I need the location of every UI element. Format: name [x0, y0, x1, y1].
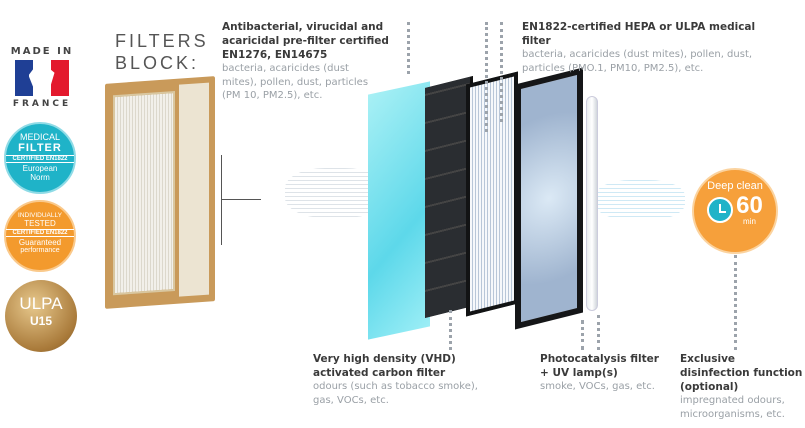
- badge-cert: CERTIFIED EN1822: [6, 155, 74, 163]
- title-line: FILTERS: [115, 31, 209, 51]
- badge-text: performance: [20, 247, 60, 254]
- badge-text: MEDICAL: [19, 132, 60, 142]
- leader-dots: [734, 255, 737, 350]
- badge-text: FILTER: [18, 142, 62, 154]
- caption-title: Exclusive disinfection function (optiona…: [680, 353, 803, 393]
- leader-dots: [581, 320, 584, 350]
- caption-sub: smoke, VOCs, gas, etc.: [540, 381, 655, 392]
- prefilter-caption: Antibacterial, virucidal and acaricidal …: [222, 20, 407, 103]
- leader-dots: [449, 310, 452, 350]
- badge-text: U15: [29, 314, 52, 328]
- disinfection-caption: Exclusive disinfection function (optiona…: [680, 352, 805, 421]
- france-label: FRANCE: [12, 99, 72, 109]
- badge-text: INDIVIDUALLY: [18, 212, 62, 219]
- leader-dots: [597, 315, 600, 350]
- carbon-caption: Very high density (VHD) activated carbon…: [313, 352, 493, 407]
- caption-sub: bacteria, acaricides (dust mites), polle…: [522, 49, 753, 74]
- hepa-filter-layer: [470, 76, 514, 312]
- caption-sub: impregnated odours, microorganisms, etc.: [680, 395, 785, 420]
- deep-clean-value: 60: [736, 192, 763, 219]
- badge-text: Norm: [30, 173, 50, 182]
- deep-clean-badge: Deep clean 60 min: [692, 168, 778, 254]
- caption-title: Very high density (VHD) activated carbon…: [313, 353, 456, 379]
- made-in-france-badge: MADE IN FRANCE: [10, 46, 74, 109]
- leader-dots: [407, 22, 410, 74]
- filters-block-image: [105, 76, 215, 309]
- badge-text: TESTED: [24, 219, 56, 228]
- arrow-icon: [221, 199, 261, 200]
- photocatalysis-caption: Photocatalysis filter + UV lamp(s) smoke…: [540, 352, 660, 394]
- caption-sub: bacteria, acaricides (dust mites), polle…: [222, 63, 369, 101]
- made-in-label: MADE IN: [10, 46, 74, 57]
- uv-lamp: [586, 96, 598, 311]
- caption-title: Photocatalysis filter + UV lamp(s): [540, 353, 659, 379]
- caption-sub: odours (such as tobacco smoke), gas, VOC…: [313, 381, 478, 406]
- photocatalysis-filter-layer: [515, 67, 583, 330]
- title-line: BLOCK:: [115, 53, 200, 73]
- badge-text: Guaranteed: [18, 238, 62, 247]
- badge-text: ULPA: [19, 294, 63, 313]
- caption-title: Antibacterial, virucidal and acaricidal …: [222, 21, 389, 61]
- deep-clean-unit: min: [743, 217, 756, 226]
- badge-cert: CERTIFIED EN1822: [6, 229, 74, 237]
- caption-title: EN1822-certified HEPA or ULPA medical fi…: [522, 21, 756, 47]
- stopwatch-icon: [707, 197, 734, 223]
- deep-clean-label: Deep clean: [707, 180, 763, 192]
- badge-text: European: [22, 164, 58, 173]
- ulpa-u15-badge: ULPA U15: [5, 280, 77, 352]
- filters-block-title: FILTERS BLOCK:: [115, 30, 209, 74]
- france-flag-icon: [14, 60, 70, 96]
- airflow-out-streaks: [595, 180, 685, 220]
- medical-filter-badge: MEDICAL FILTER CERTIFIED EN1822 European…: [4, 122, 76, 194]
- hepa-caption: EN1822-certified HEPA or ULPA medical fi…: [522, 20, 762, 75]
- prefilter-layer: [368, 81, 430, 340]
- leader-dots: [500, 22, 503, 122]
- connector-line: [221, 155, 222, 245]
- leader-dots: [485, 22, 488, 132]
- individually-tested-badge: INDIVIDUALLY TESTED CERTIFIED EN1822 Gua…: [4, 200, 76, 272]
